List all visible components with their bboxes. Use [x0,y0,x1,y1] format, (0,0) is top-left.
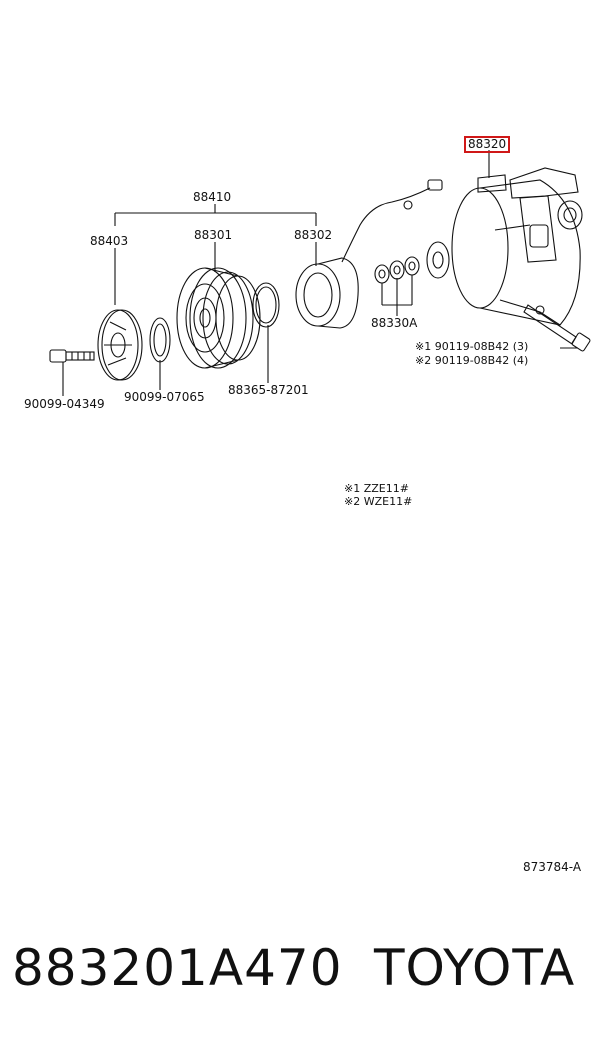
field-coil-icon [295,179,443,329]
compressor-icon [426,167,583,326]
callout-88410: 88410 [193,190,232,204]
snap-ring-icon [252,282,280,328]
callout-88403: 88403 [90,234,129,248]
callout-bolt-2: ※2 90119-08B42 (4) [415,354,529,367]
callout-bolt-1: ※1 90119-08B42 (3) [415,340,529,353]
callout-88302: 88302 [294,228,333,242]
model-note-1: ※1 ZZE11# [344,482,409,495]
pressure-plate-icon [97,309,143,381]
bolt-icon [49,349,95,363]
callout-88330A: 88330A [371,316,418,330]
callout-88365-87201: 88365-87201 [228,383,309,397]
callout-90099-07065: 90099-07065 [124,390,205,404]
callout-88320-highlighted: 88320 [464,136,511,153]
model-note-2: ※2 WZE11# [344,495,413,508]
pulley-icon [176,267,261,369]
brand-name: TOYOTA [374,939,576,997]
shim-icon [149,317,171,363]
long-bolt-icon [523,304,591,352]
callout-90099-04349: 90099-04349 [24,397,105,411]
diagram-code: 873784-A [523,860,582,874]
washer-icon [374,256,420,284]
part-number: 883201A470 [12,939,343,997]
callout-88301: 88301 [194,228,233,242]
